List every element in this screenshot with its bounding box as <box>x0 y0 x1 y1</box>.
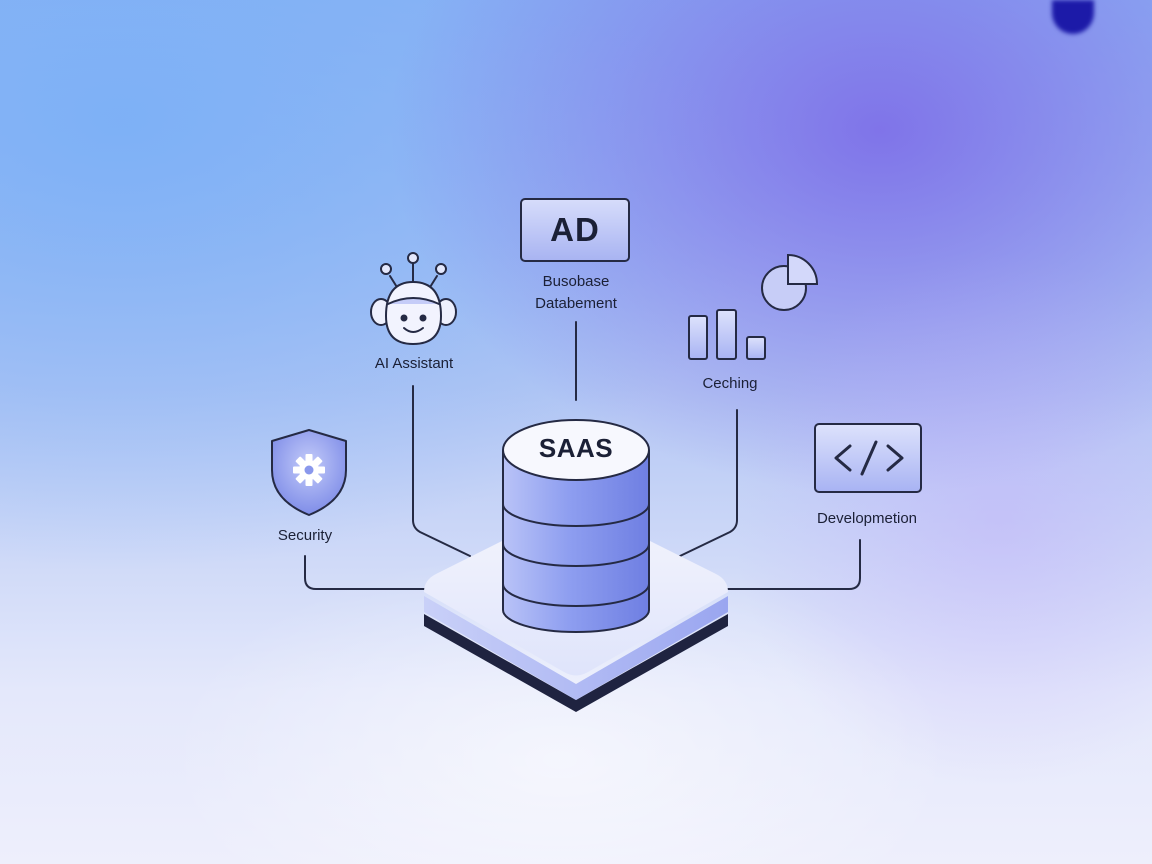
connector-lines <box>304 321 861 590</box>
corner-dot <box>1052 0 1094 34</box>
connector-development <box>727 539 861 590</box>
ai-assistant-label: AI Assistant <box>374 355 454 372</box>
bar-chart-icon <box>688 309 766 360</box>
database-label-line2: Databement <box>535 295 617 312</box>
ad-badge-text: AD <box>550 211 600 248</box>
code-icon <box>814 423 922 493</box>
ad-badge: AD <box>520 198 630 262</box>
development-label: Developmetion <box>816 510 918 527</box>
robot-icon <box>370 252 457 346</box>
database-label: Busobase Databement <box>535 271 617 315</box>
caching-label: Ceching <box>702 375 758 392</box>
saas-label: SAAS <box>538 433 614 463</box>
pie-chart-icon <box>761 253 819 311</box>
database-cylinder-icon <box>502 419 650 633</box>
shield-gear-icon <box>271 429 347 516</box>
connector-ai-assistant <box>412 385 471 557</box>
connector-caching <box>679 409 738 557</box>
database-label-line1: Busobase <box>542 273 610 290</box>
connector-security <box>304 555 425 590</box>
security-label: Security <box>277 527 333 544</box>
